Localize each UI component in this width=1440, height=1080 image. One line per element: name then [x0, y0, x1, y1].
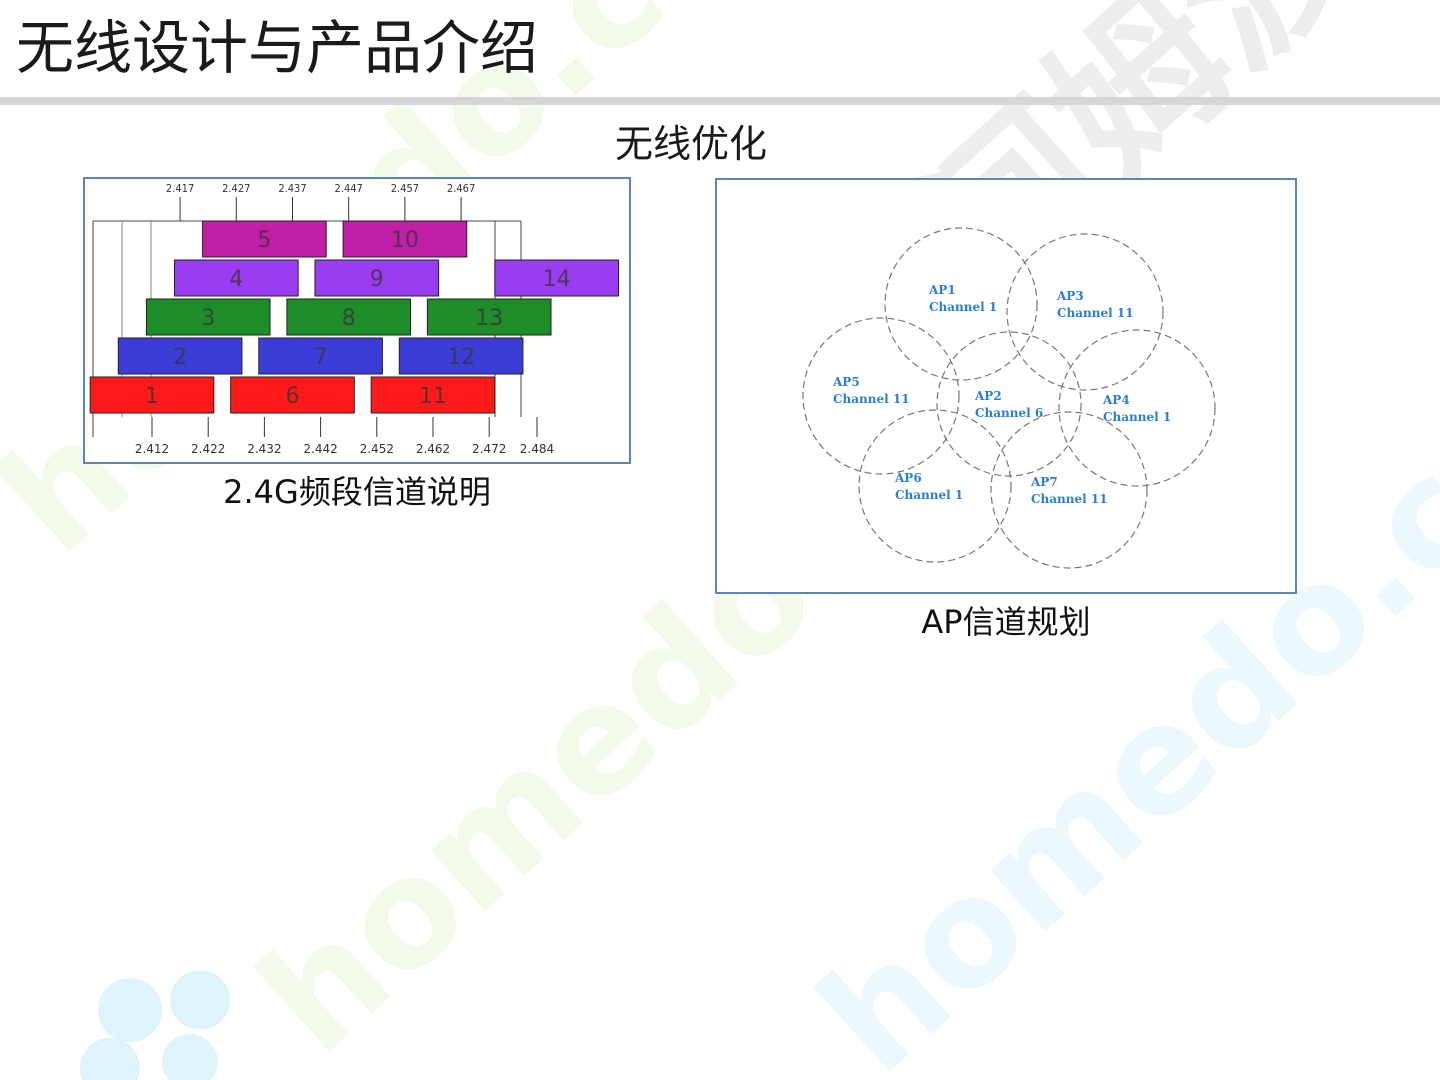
channel-2-bar	[117, 337, 243, 375]
ap6-name-label: AP6	[894, 471, 922, 485]
band-diagram-caption: 2.4G频段信道说明	[223, 473, 491, 511]
channel-8-bar	[286, 298, 412, 336]
ap2-name-label: AP2	[974, 389, 1002, 403]
channel-14-bar	[494, 259, 619, 297]
top-tick-label: 2.447	[335, 182, 363, 195]
channel-1-bar	[89, 376, 215, 414]
channel-3-bar	[145, 298, 271, 336]
channel-13-label: 13	[475, 306, 503, 331]
ap1-coverage-circle	[884, 227, 1038, 381]
channel-8-label: 8	[342, 306, 356, 331]
top-tick-label: 2.457	[391, 182, 419, 195]
channel-14-label: 14	[543, 267, 571, 292]
channel-7-bar	[258, 337, 383, 375]
ap1-name-label: AP1	[928, 283, 956, 297]
channel-4-bar	[173, 259, 299, 297]
channel-5-label: 5	[257, 228, 271, 253]
top-tick-label: 2.467	[447, 182, 475, 195]
top-tick-label: 2.417	[166, 182, 194, 195]
title-divider	[0, 97, 1440, 105]
bottom-tick-label: 2.422	[191, 442, 225, 456]
ap2-coverage-circle	[936, 331, 1082, 477]
ap5-coverage-circle	[802, 317, 960, 475]
ap1-channel-label: Channel 1	[929, 300, 997, 314]
ap6-channel-label: Channel 1	[895, 488, 963, 502]
ap5-name-label: AP5	[832, 375, 860, 389]
ap3-coverage-circle	[1006, 233, 1164, 391]
ap7-name-label: AP7	[1030, 475, 1058, 489]
channel-10-label: 10	[391, 228, 419, 253]
band-diagram-panel: 2.417 2.427 2.437 2.447 2.457 2.467 2.412 2.422…	[83, 177, 631, 464]
channel-12-bar	[398, 337, 524, 375]
channel-12-label: 12	[447, 345, 475, 370]
channel-13-bar	[426, 298, 552, 336]
ap3-name-label: AP3	[1056, 289, 1084, 303]
ap4-coverage-circle	[1058, 329, 1216, 487]
channel-4-label: 4	[229, 267, 243, 292]
channel-1-label: 1	[145, 384, 159, 409]
ap4-name-label: AP4	[1102, 393, 1130, 407]
ap5-channel-label: Channel 11	[833, 392, 910, 406]
slide-subtitle: 无线优化	[615, 122, 768, 166]
top-tick-label: 2.437	[278, 182, 306, 195]
bottom-tick-label: 2.462	[416, 442, 450, 456]
channel-6-bar	[230, 376, 355, 414]
bottom-tick-label: 2.472	[472, 442, 506, 456]
channel-3-label: 3	[201, 306, 215, 331]
top-tick-label: 2.427	[222, 182, 250, 195]
channel-9-bar	[314, 259, 440, 297]
channel-7-label: 7	[314, 345, 328, 370]
channel-9-label: 9	[370, 267, 384, 292]
band-diagram: 2.417 2.427 2.437 2.447 2.457 2.467 2.412 2.422…	[89, 182, 619, 456]
bottom-tick-label: 2.412	[135, 442, 169, 456]
bottom-tick-label: 2.432	[247, 442, 281, 456]
ap2-channel-label: Channel 6	[975, 406, 1043, 420]
homedo-logo	[80, 970, 230, 1080]
ap6-coverage-circle	[858, 409, 1012, 563]
bottom-tick-label: 2.452	[360, 442, 394, 456]
channel-5-bar	[202, 220, 327, 258]
ap4-channel-label: Channel 1	[1103, 410, 1171, 424]
ap-diagram-caption: AP信道规划	[921, 603, 1091, 641]
channel-2-label: 2	[173, 345, 187, 370]
ap7-coverage-circle	[990, 411, 1148, 569]
channel-11-label: 11	[419, 384, 447, 409]
channel-11-bar	[370, 376, 496, 414]
ap3-channel-label: Channel 11	[1057, 306, 1134, 320]
ap7-channel-label: Channel 11	[1031, 492, 1108, 506]
bottom-tick-label: 2.442	[303, 442, 337, 456]
bottom-tick-label: 2.484	[520, 442, 554, 456]
channel-10-bar	[342, 220, 468, 258]
channel-6-label: 6	[286, 384, 300, 409]
slide-title: 无线设计与产品介绍	[16, 14, 539, 82]
